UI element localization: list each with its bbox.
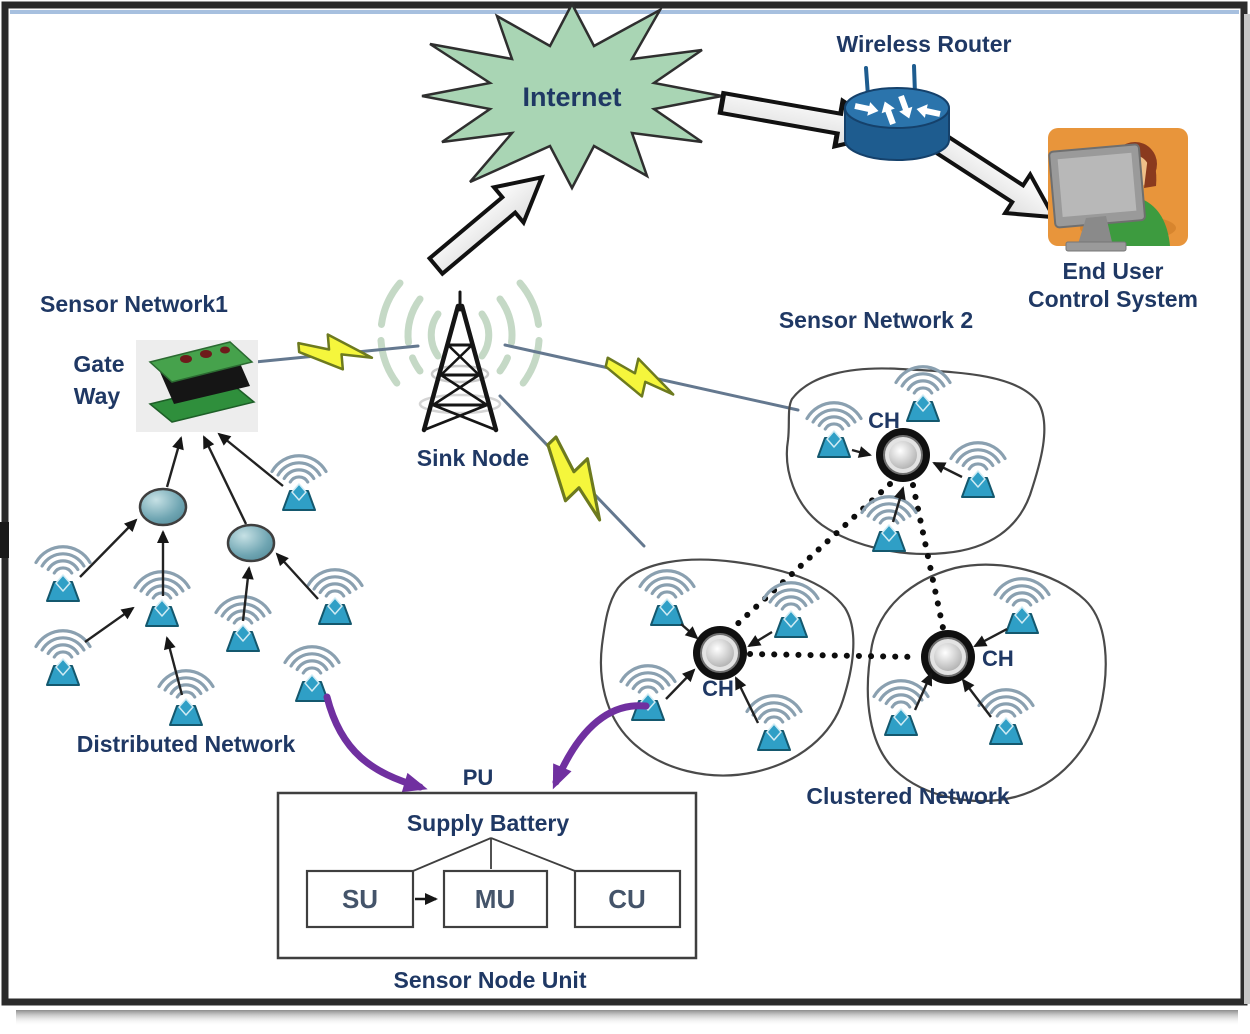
cluster-head-label: CH xyxy=(702,676,734,701)
gateway-label-line1: Gate xyxy=(73,351,124,377)
relay-node xyxy=(226,523,276,563)
cluster-head-node xyxy=(875,427,931,483)
cu-box xyxy=(573,869,682,929)
end-user-control-system: End User Control System xyxy=(1028,128,1198,312)
pu-label: PU xyxy=(463,765,494,790)
border-right-shadow xyxy=(1244,14,1250,1004)
cluster-boundary xyxy=(785,367,1046,556)
left-edge-mark xyxy=(0,522,9,558)
wireless-router: Wireless Router xyxy=(837,31,1012,161)
tower-icon xyxy=(421,290,499,433)
router-top xyxy=(844,87,950,129)
mu-box xyxy=(442,869,549,929)
distributed-links xyxy=(79,432,319,696)
distributed-network: Distributed Network xyxy=(34,432,364,757)
clustered-network-label: Clustered Network xyxy=(806,783,1009,809)
tower-ring xyxy=(430,364,490,384)
monitor-icon xyxy=(1048,143,1146,252)
cu-label: CU xyxy=(608,884,646,914)
sink-node: Sink Node xyxy=(377,279,543,471)
supply-fanout-lines xyxy=(412,837,576,872)
internet-label: Internet xyxy=(522,82,621,112)
border-blue-strip xyxy=(10,10,1239,14)
su-label: SU xyxy=(342,884,378,914)
cluster-boundary xyxy=(599,558,855,777)
mu-label: MU xyxy=(475,884,515,914)
cluster-boundary xyxy=(866,563,1107,803)
end-user-label-line1: End User xyxy=(1063,258,1164,284)
internet-starburst-shape xyxy=(421,1,723,191)
wireless-router-label: Wireless Router xyxy=(837,31,1012,57)
gateway-chip xyxy=(180,355,192,363)
cluster3-links xyxy=(913,627,1008,718)
gateway-label-line2: Way xyxy=(74,383,121,409)
sensor-node-unit: Supply Battery SU MU CU Sensor Node Unit xyxy=(276,791,698,993)
cluster1-links xyxy=(851,446,963,523)
end-user-label-line2: Control System xyxy=(1028,286,1198,312)
power-link-clustered xyxy=(552,702,650,790)
radio-waves-icon xyxy=(377,279,543,391)
sensor-node-unit-label: Sensor Node Unit xyxy=(394,967,587,993)
tower-ring xyxy=(418,393,502,415)
power-link-distributed xyxy=(323,693,428,793)
cluster-head-node xyxy=(692,625,748,681)
cluster-head-label: CH xyxy=(982,646,1014,671)
cluster2-links xyxy=(665,623,773,724)
sensor-network1-label: Sensor Network1 xyxy=(40,291,228,317)
sink-node-label: Sink Node xyxy=(417,445,529,471)
relay-node xyxy=(138,487,188,527)
border-shadow xyxy=(16,1010,1238,1026)
distributed-network-label: Distributed Network xyxy=(77,731,296,757)
gateway xyxy=(136,340,258,432)
clustered-network: CH CH CH Clustered Network xyxy=(599,365,1107,809)
cluster-head-label: CH xyxy=(868,408,900,433)
gateway-chip xyxy=(200,350,212,358)
sensor-network2-label: Sensor Network 2 xyxy=(779,307,973,333)
gateway-chip xyxy=(220,346,230,354)
internet-cloud: Internet xyxy=(421,1,723,191)
supply-battery-label: Supply Battery xyxy=(407,810,570,836)
su-box xyxy=(305,869,415,929)
